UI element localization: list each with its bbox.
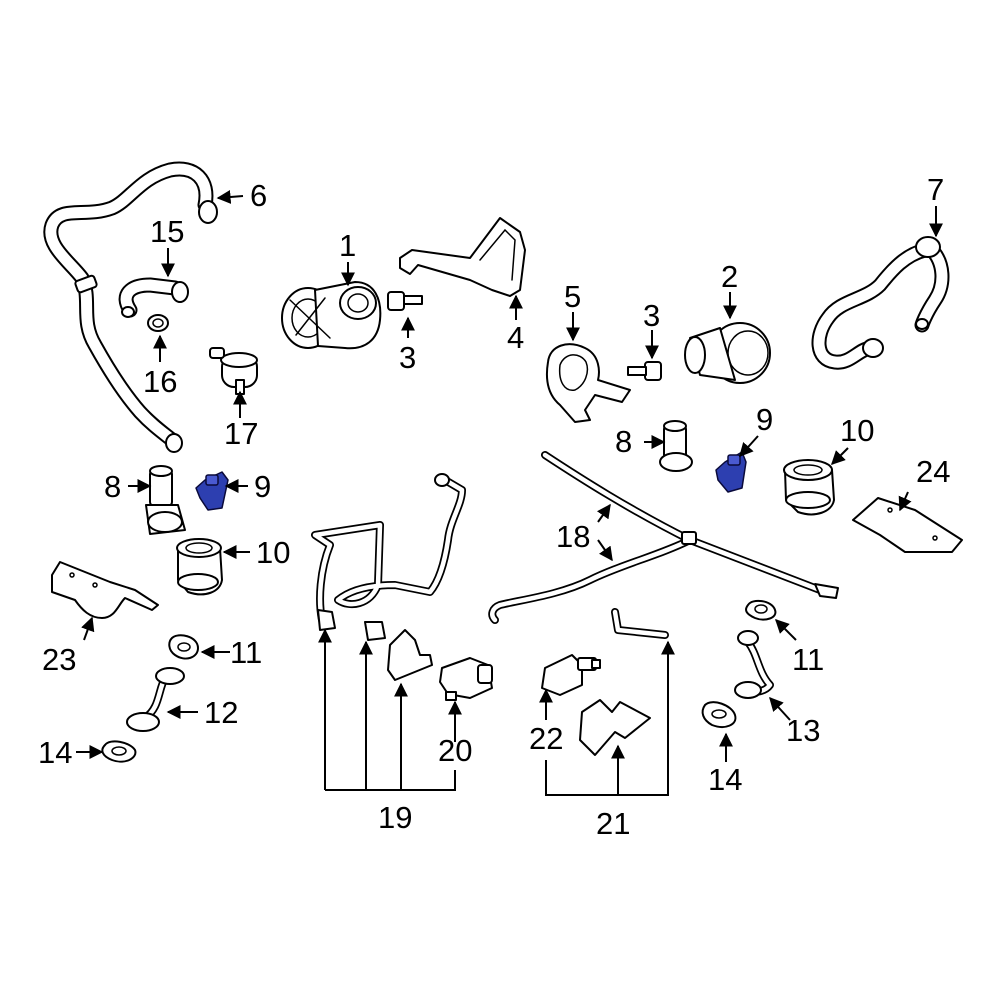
callout-3-right: 3 (643, 298, 660, 333)
part-2-air-pump[interactable] (684, 322, 771, 384)
part-9-valve-left[interactable] (195, 471, 229, 511)
part-21-hose-bracket[interactable] (579, 608, 669, 756)
callout-8-right: 8 (615, 424, 632, 459)
callout-11-right: 11 (792, 642, 824, 677)
callout-12: 12 (204, 695, 238, 730)
part-24-heat-shield[interactable] (852, 497, 963, 553)
part-11-gasket-right[interactable] (745, 599, 777, 621)
callout-21: 21 (596, 806, 630, 841)
part-20-solenoid[interactable] (439, 657, 493, 701)
part-13-pipe[interactable] (734, 630, 774, 699)
callout-10-right: 10 (840, 413, 874, 448)
callout-20: 20 (438, 733, 472, 768)
part-19-vacuum-line[interactable] (311, 473, 466, 681)
callout-6: 6 (250, 178, 267, 213)
callout-22: 22 (529, 721, 563, 756)
part-16-clamp[interactable] (147, 314, 169, 332)
callout-17: 17 (224, 416, 258, 451)
part-12-pipe[interactable] (126, 667, 185, 732)
callout-15: 15 (150, 214, 184, 249)
part-10-valve-right[interactable] (783, 459, 835, 516)
callout-14-right: 14 (708, 762, 742, 797)
callout-3-left: 3 (399, 340, 416, 375)
part-3-bolt-right[interactable] (627, 361, 662, 381)
callout-4: 4 (507, 320, 524, 355)
callout-leaders (76, 190, 943, 796)
part-14-gasket-left[interactable] (101, 740, 137, 763)
callout-8-left: 8 (104, 469, 121, 504)
part-4-bracket[interactable] (399, 217, 526, 297)
part-8-fitting-left[interactable] (145, 465, 186, 535)
part-5-heat-shield[interactable] (545, 343, 631, 423)
callout-18: 18 (556, 519, 590, 554)
part-10-valve-left[interactable] (176, 538, 223, 596)
callout-13: 13 (786, 713, 820, 748)
callout-9-right: 9 (756, 402, 773, 437)
part-6-hose[interactable] (43, 161, 218, 453)
part-3-bolt-left[interactable] (387, 291, 423, 311)
part-15-hose[interactable] (118, 277, 189, 318)
part-22-solenoid[interactable] (541, 654, 601, 696)
part-7-hose[interactable] (811, 236, 950, 370)
callout-19: 19 (378, 800, 412, 835)
callout-9-left: 9 (254, 469, 271, 504)
callout-5: 5 (564, 279, 581, 314)
part-23-heat-shield[interactable] (51, 561, 159, 619)
callout-24: 24 (916, 454, 950, 489)
callout-16: 16 (143, 364, 177, 399)
part-8-fitting-right[interactable] (659, 420, 693, 472)
part-11-gasket-left[interactable] (168, 634, 199, 660)
callout-1: 1 (339, 228, 356, 263)
callout-7: 7 (927, 172, 944, 207)
callout-11-left: 11 (230, 635, 262, 670)
part-17-valve[interactable] (209, 347, 258, 395)
part-1-air-pump[interactable] (281, 281, 382, 350)
callout-labels: 1 2 3 3 4 5 6 7 8 8 9 9 10 10 11 11 12 1… (38, 172, 950, 841)
callout-2: 2 (721, 259, 738, 294)
part-14-gasket-right[interactable] (701, 701, 737, 728)
callout-23: 23 (42, 642, 76, 677)
callout-10-left: 10 (256, 535, 290, 570)
callout-14-left: 14 (38, 735, 72, 770)
part-18-line[interactable] (488, 451, 839, 624)
part-9-valve-right[interactable] (715, 451, 747, 493)
